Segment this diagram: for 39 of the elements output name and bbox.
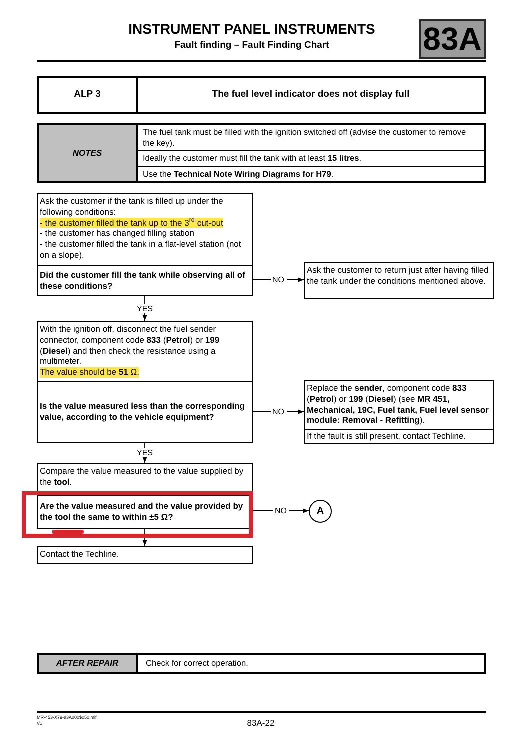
arrow (252, 508, 310, 514)
action-text: Replace the sender, component code 833 (Petrol) or 199 (Diesel) (see MR 451, Mechanical, 19C, Fuel tank, Fuel level sensor module: Removal - Refitting). (307, 383, 490, 426)
instruction-text: Ask the customer if the tank is filled up under the following conditions: (40, 196, 224, 217)
instruction-text: - the customer has changed filling station (40, 228, 196, 240)
action-text: Ask the customer to return just after having filled the tank under the conditions mentioned above. (307, 265, 490, 287)
arrow (142, 528, 148, 546)
notes-heading: NOTES (39, 125, 138, 181)
fault-code-label: ALP 3 (39, 78, 138, 112)
instruction-text: With the ignition off, disconnect the fuel sender connector, component code 833 (Petrol) or 199 (Diesel) and then check the resistance using a multimeter. (40, 324, 221, 368)
question-text: Did the customer fill the tank while observing all of these conditions? (40, 270, 246, 292)
action-box (37, 546, 253, 564)
edge-label: NO (273, 506, 289, 516)
note-text: If the fault is still present, contact Techline. (307, 431, 468, 442)
instruction-text: Compare the value measured to the value supplied by the tool. (40, 466, 245, 488)
instruction-text: The value should be 51 Ω. (40, 367, 140, 378)
note-text: Ideally the customer must fill the tank with at least 15 litres. (138, 151, 484, 166)
page-subtitle: Fault finding – Fault Finding Chart (174, 40, 330, 52)
instruction-text: - the customer filled the tank in a flat-level station (not on a slope). (40, 239, 242, 261)
action-box (304, 380, 494, 444)
page-title: INSTRUMENT PANEL INSTRUMENTS (128, 21, 376, 38)
page-number: 83A-22 (246, 718, 276, 728)
after-repair-text: Check for correct operation. (145, 657, 250, 670)
step-box (37, 463, 253, 529)
step-box (37, 321, 253, 443)
action-text: Contact the Techline. (40, 549, 120, 560)
action-box (304, 262, 494, 299)
step-box (37, 193, 253, 296)
question-text: Are the value measured and the value provided by the tool the same to within ±5 Ω? (40, 501, 244, 523)
arrow (142, 442, 148, 464)
edge-label: YES (135, 448, 155, 458)
section-code-box: 83A (419, 19, 486, 59)
after-repair-heading: AFTER REPAIR (39, 655, 138, 672)
edge-label: NO (270, 408, 286, 416)
note-text: The fuel tank must be filled with the ignition switched off (advise the customer to remove the key). (138, 125, 484, 151)
edge-label: YES (135, 304, 155, 313)
note-text: Use the Technical Note Wiring Diagrams for H79. (142, 168, 335, 181)
fault-description-text: The fuel level indicator does not display full (211, 88, 411, 102)
edge-label: NO (270, 276, 286, 284)
question-text: Is the value measured less than the corresponding value, according to the vehicle equipment? (40, 401, 246, 423)
